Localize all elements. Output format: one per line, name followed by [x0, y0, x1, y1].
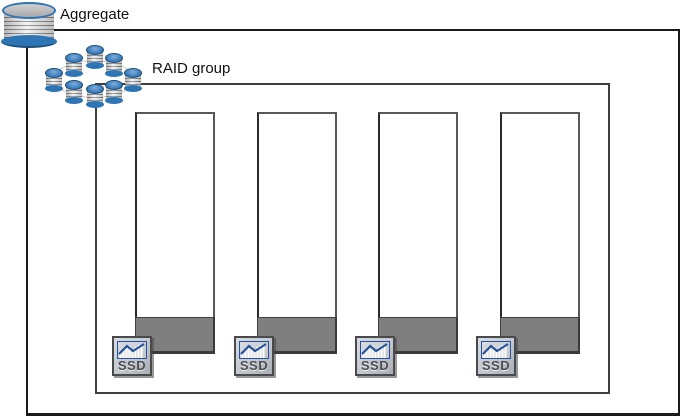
raid-group-box	[95, 83, 610, 394]
ssd-disk-icon-3: SSD	[355, 336, 395, 376]
aggregate-label: Aggregate	[57, 6, 133, 24]
small-cylinder-icon	[65, 53, 83, 77]
ssd-icon-label: SSD	[481, 358, 511, 373]
small-cylinder-icon	[45, 68, 63, 92]
small-cylinder-icon	[105, 80, 123, 104]
cylinder-cluster-icon	[40, 41, 150, 116]
ssd-disk-icon-2: SSD	[234, 336, 274, 376]
disk-stack-cylinder-icon	[1, 2, 57, 48]
performance-chart-icon	[481, 341, 511, 359]
ssd-icon-label: SSD	[360, 358, 390, 373]
small-cylinder-icon	[105, 53, 123, 77]
small-cylinder-icon	[124, 68, 142, 92]
performance-chart-icon	[239, 341, 269, 359]
raid-group-label: RAID group	[149, 60, 234, 78]
disk-rect-1	[135, 112, 215, 354]
performance-chart-icon	[117, 341, 147, 359]
ssd-disk-icon-1: SSD	[112, 336, 152, 376]
aggregate-box	[26, 29, 680, 416]
small-cylinder-icon	[65, 80, 83, 104]
small-cylinder-icon	[86, 45, 104, 69]
ssd-disk-icon-4: SSD	[476, 336, 516, 376]
disk-rect-2	[257, 112, 337, 354]
ssd-icon-label: SSD	[117, 358, 147, 373]
small-cylinder-icon	[86, 84, 104, 108]
ssd-icon-label: SSD	[239, 358, 269, 373]
performance-chart-icon	[360, 341, 390, 359]
disk-rect-4	[500, 112, 580, 354]
disk-rect-3	[378, 112, 458, 354]
